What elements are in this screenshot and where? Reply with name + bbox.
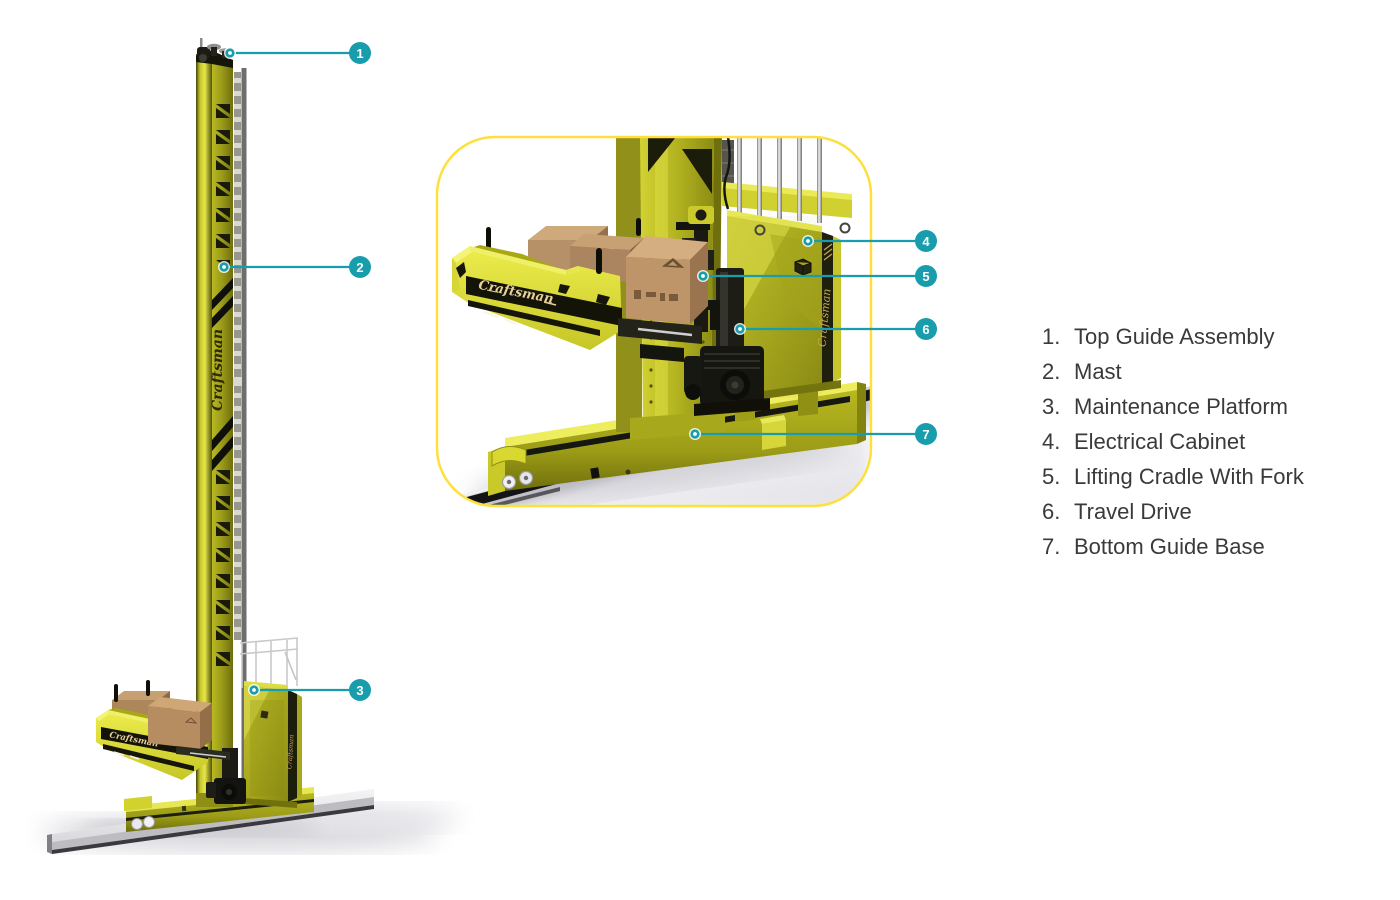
callout-marker-7-number: 7 [922,426,930,442]
cabinet-brand-text: Craftsman [815,288,833,347]
callout-marker-1: 1 [349,42,371,64]
legend-item-2: 2. Mast [1042,359,1304,394]
legend-item-6: 6. Travel Drive [1042,499,1304,534]
legend-item-2-label: Mast [1074,359,1122,384]
mast-truss-cutouts-upper [216,104,230,270]
anchor-dot-7 [689,428,701,440]
detail-mast-rods [722,137,852,223]
mast-ladder-rack [232,68,247,790]
legend-item-5-number: 5. [1042,464,1061,489]
detail-travel-drive [684,250,770,416]
anchor-dot-5 [697,270,709,282]
detail-fork-slab [618,318,702,362]
parts-legend: 1. Top Guide Assembly 2. Mast 3. Mainten… [1042,324,1304,569]
anchor-dot-4 [802,235,814,247]
callout-marker-5-number: 5 [922,268,930,284]
callout-anchor-dots [218,47,814,696]
callout-marker-2-number: 2 [356,259,364,275]
detail-view: Craftsman [435,135,873,508]
legend-item-3-number: 3. [1042,394,1061,419]
legend-item-1-number: 1. [1042,324,1061,349]
mast-brand-text: Craftsman [210,329,226,411]
legend-item-7: 7. Bottom Guide Base [1042,534,1304,569]
callout-marker-2: 2 [349,256,371,278]
callout-marker-3: 3 [349,679,371,701]
callout-marker-6: 6 [915,318,937,340]
anchor-dot-1 [224,47,236,59]
callout-lines [224,51,926,692]
maintenance-platform-railing [239,637,299,688]
mast-stripes-lower [212,416,233,471]
mast-stripes-upper [212,278,233,328]
legend-item-6-label: Travel Drive [1074,499,1192,524]
detail-view-border [435,135,873,508]
callout-marker-6-number: 6 [922,321,930,337]
detail-lifting-cradle: Craftsman [452,218,708,362]
detail-view-content: Craftsman [437,137,871,506]
callout-marker-1-number: 1 [356,45,364,61]
callout-marker-4: 4 [915,230,937,252]
cradle-box-front-full [148,697,212,749]
detail-tray: Craftsman [452,245,622,350]
legend-item-4-label: Electrical Cabinet [1074,429,1246,454]
legend-item-1: 1. Top Guide Assembly [1042,324,1304,359]
mast-full: Craftsman [196,50,233,807]
cabinet-small-brand-text: Craftsman [285,734,295,769]
legend-item-2-number: 2. [1042,359,1061,384]
legend-item-7-label: Bottom Guide Base [1074,534,1265,559]
legend-item-3-label: Maintenance Platform [1074,394,1288,419]
legend-item-5: 5. Lifting Cradle With Fork [1042,464,1304,499]
mast-truss-cutouts-lower [216,470,230,666]
electrical-cabinet-full: Craftsman [244,681,302,808]
callout-marker-5: 5 [915,265,937,287]
legend-item-1-label: Top Guide Assembly [1074,324,1275,349]
anchor-dot-2 [218,261,230,273]
machine-full-view: Craftsman [40,38,460,854]
callout-marker-3-number: 3 [356,682,364,698]
legend-item-5-label: Lifting Cradle With Fork [1074,464,1304,489]
legend-item-6-number: 6. [1042,499,1061,524]
legend-item-3: 3. Maintenance Platform [1042,394,1304,429]
anchor-dot-3 [248,684,260,696]
travel-drive-full [206,748,246,804]
anchor-dot-6 [734,323,746,335]
legend-item-4: 4. Electrical Cabinet [1042,429,1304,464]
callout-marker-4-number: 4 [922,233,930,249]
detail-box-front [626,236,708,324]
callout-marker-7: 7 [915,423,937,445]
legend-item-7-number: 7. [1042,534,1061,559]
legend-item-4-number: 4. [1042,429,1061,454]
lifting-cradle-full: Craftsman [96,680,230,780]
